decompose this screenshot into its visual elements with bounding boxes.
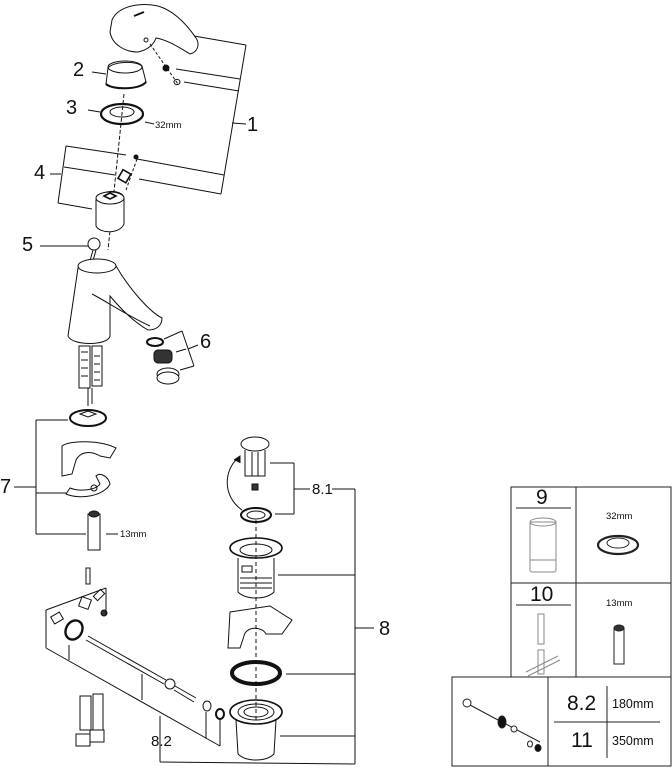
- callout-bracket-8: [278, 489, 374, 764]
- leader-32mm: [144, 121, 155, 125]
- leader-3: [87, 109, 101, 113]
- callout-bracket-1: [136, 35, 247, 195]
- hose-connectors: [75, 693, 105, 747]
- callout-label-5: 5: [22, 234, 34, 256]
- dimension-label-32mm: 32mm: [155, 120, 182, 131]
- supply-hoses: [78, 345, 103, 406]
- leader-2: [91, 71, 107, 75]
- callout-label-1: 1: [247, 114, 259, 136]
- tool-label-10: 10: [530, 583, 554, 606]
- fixing-set: [61, 409, 118, 551]
- faucet-body: [67, 258, 163, 344]
- tool-label-9: 9: [536, 486, 548, 509]
- callout-bracket-8-1: [270, 462, 355, 515]
- callout-bracket-8-2: [45, 587, 356, 765]
- length-table: [451, 676, 672, 767]
- callout-label-6: 6: [200, 331, 212, 353]
- length-value-350mm: 350mm: [612, 734, 654, 748]
- length-part-11: 11: [571, 729, 593, 752]
- callout-label-8: 8: [379, 618, 391, 640]
- callout-label-7: 7: [0, 476, 12, 498]
- cartridge: [95, 154, 139, 233]
- dimension-label-13mm: 13mm: [120, 529, 147, 540]
- length-part-8-2: 8.2: [567, 692, 597, 715]
- popup-plug: [226, 436, 272, 523]
- waste-body: [227, 520, 293, 761]
- callout-bracket-7: [14, 419, 86, 535]
- lift-rod: [40, 237, 101, 269]
- handle-screw: [149, 43, 181, 86]
- tool-dimension-13mm: 13mm: [606, 598, 633, 609]
- callout-label-8-2: 8.2: [151, 733, 172, 750]
- assembly-axis: [107, 93, 125, 251]
- pull-rod-linkage: [49, 567, 225, 720]
- lever-handle: [109, 4, 199, 55]
- callout-label-8-1: 8.1: [312, 481, 333, 498]
- tools-table: [510, 486, 672, 678]
- length-value-180mm: 180mm: [612, 697, 654, 711]
- callout-label-2: 2: [73, 59, 85, 81]
- callout-label-3: 3: [66, 97, 78, 119]
- tool-dimension-32mm: 32mm: [606, 511, 633, 522]
- callout-bracket-4: [50, 145, 127, 210]
- cover-cap: [105, 60, 147, 90]
- callout-label-4: 4: [34, 162, 46, 184]
- aerator-set: [146, 330, 199, 385]
